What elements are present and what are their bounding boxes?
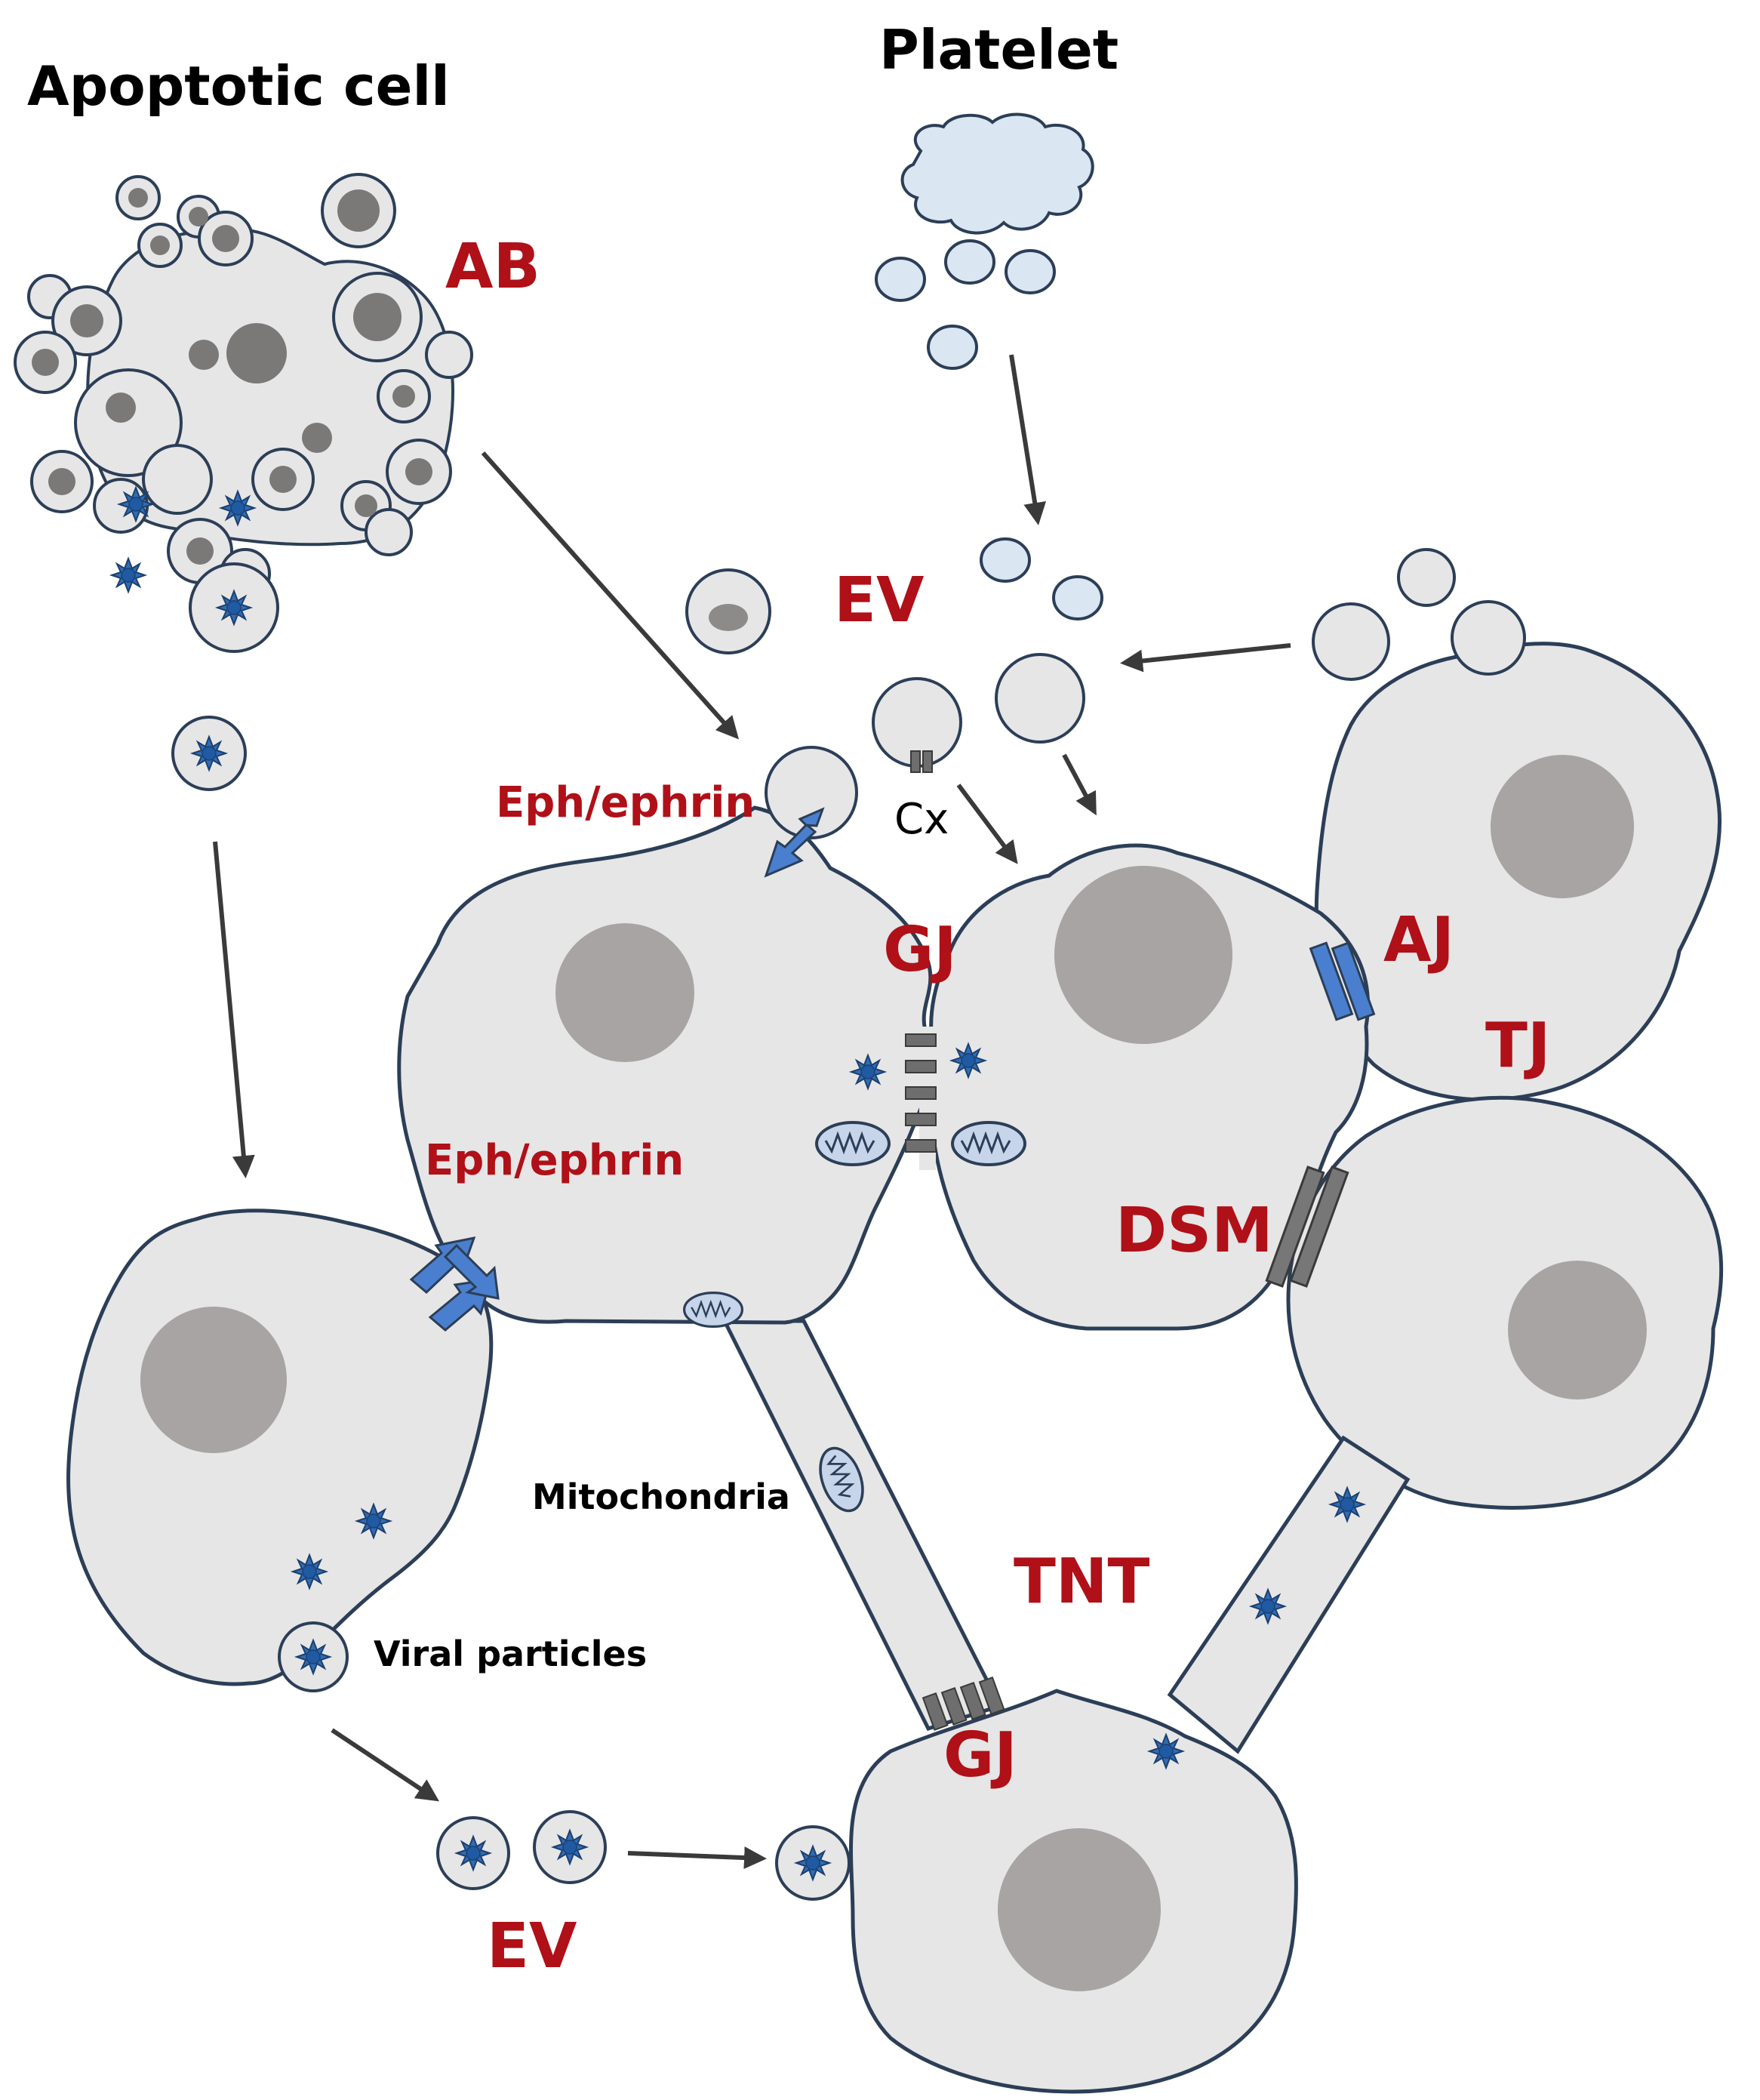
ev-cargo xyxy=(709,604,748,631)
platelet-vesicle xyxy=(1005,249,1056,294)
apoptotic-cell-title: Apoptotic cell xyxy=(27,54,450,118)
nucleus-center-right xyxy=(1054,866,1232,1044)
arrow-right-to-ev xyxy=(1120,643,1291,673)
cell-right-middle xyxy=(1286,1095,1724,1510)
arrow-ev-to-cell xyxy=(1062,753,1097,816)
gap-junction-icon xyxy=(905,1027,937,1170)
label-ev-bottom: EV xyxy=(487,1911,577,1982)
apoptotic-cell xyxy=(14,173,473,653)
label-dsm: DSM xyxy=(1115,1195,1273,1267)
nucleus-center-left xyxy=(555,923,694,1062)
virus-icon xyxy=(456,1836,491,1871)
platelet-vesicle xyxy=(927,325,978,370)
platelet xyxy=(875,112,1103,620)
ephrin-arrow-top xyxy=(764,818,817,878)
label-tj: TJ xyxy=(1485,1010,1551,1082)
mitochondrion-icon xyxy=(815,1121,891,1166)
nuclei xyxy=(140,755,1647,1991)
label-ab: AB xyxy=(445,231,540,303)
apoptotic-body-vesicle xyxy=(171,716,247,791)
virus-icon xyxy=(1330,1487,1365,1522)
platelet-title: Platelet xyxy=(879,18,1119,82)
label-viral-particles: Viral particles xyxy=(374,1634,648,1674)
platelet-vesicle xyxy=(944,239,995,285)
virus-icon xyxy=(192,736,226,771)
label-gj-bottom: GJ xyxy=(943,1720,1017,1791)
arrow-apoptotic-to-left-cell xyxy=(213,841,255,1178)
arrow-ab-to-cell xyxy=(481,451,739,740)
arrow-ev-to-bottom-cell xyxy=(627,1846,767,1870)
tnt-left xyxy=(721,1319,1003,1732)
virus-icon xyxy=(951,1043,986,1078)
ephrin-receptor-icon xyxy=(764,807,825,878)
virus-icon xyxy=(356,1504,391,1538)
virus-icon xyxy=(1149,1734,1183,1769)
ev-right xyxy=(1312,602,1390,681)
label-cx: Cx xyxy=(894,795,949,844)
ephrin-receptor-left-icon xyxy=(409,1236,500,1332)
nucleus-top-right xyxy=(1491,755,1634,898)
label-eph-left: Eph/ephrin xyxy=(425,1136,685,1185)
adherens-junction-icon xyxy=(1309,941,1376,1021)
virus-icon xyxy=(1251,1589,1285,1624)
arrow-viral-to-ev xyxy=(331,1728,439,1802)
virus-icon xyxy=(118,486,154,522)
platelet-ev xyxy=(1052,575,1103,620)
virus-icon xyxy=(296,1640,331,1674)
ev xyxy=(995,653,1085,744)
nucleus-bottom xyxy=(998,1828,1161,1991)
virus-icon xyxy=(220,490,256,526)
tnt-right xyxy=(1167,1435,1411,1754)
label-eph-top: Eph/ephrin xyxy=(496,778,755,827)
ev-budding xyxy=(1451,600,1526,676)
platelet-cloud xyxy=(900,112,1094,235)
virus-icon xyxy=(851,1055,885,1089)
label-ev-top: EV xyxy=(834,565,925,636)
ev-right xyxy=(1397,548,1456,607)
gap-junction-tnt-icon xyxy=(922,1676,1005,1731)
mitochondrion-icon xyxy=(951,1121,1026,1166)
mitochondrion-icon xyxy=(682,1291,744,1329)
ev-eph xyxy=(765,746,858,839)
arrow-platelet-down xyxy=(1009,354,1047,525)
arrow-cx-ev xyxy=(956,784,1018,864)
platelet-vesicle xyxy=(875,257,926,302)
virus-icon xyxy=(216,590,252,626)
cells xyxy=(66,642,1724,2094)
label-gj-top: GJ xyxy=(883,914,957,986)
arrows xyxy=(213,354,1291,1870)
cell-center-left xyxy=(397,805,933,1325)
virus-icon xyxy=(552,1830,587,1864)
cx-channel-icon xyxy=(910,750,933,773)
ephrin-arrow-top-head xyxy=(798,807,825,827)
virus-icon xyxy=(292,1554,327,1589)
platelet-ev xyxy=(980,537,1031,583)
virus-icon xyxy=(110,557,146,593)
nucleus-left xyxy=(140,1307,287,1453)
nucleus-right-middle xyxy=(1508,1261,1647,1399)
label-aj: AJ xyxy=(1383,904,1454,976)
label-mitochondria: Mitochondria xyxy=(532,1476,790,1517)
virus-icon xyxy=(795,1846,830,1880)
label-tnt: TNT xyxy=(1014,1546,1150,1618)
desmosome-icon xyxy=(1265,1165,1349,1288)
